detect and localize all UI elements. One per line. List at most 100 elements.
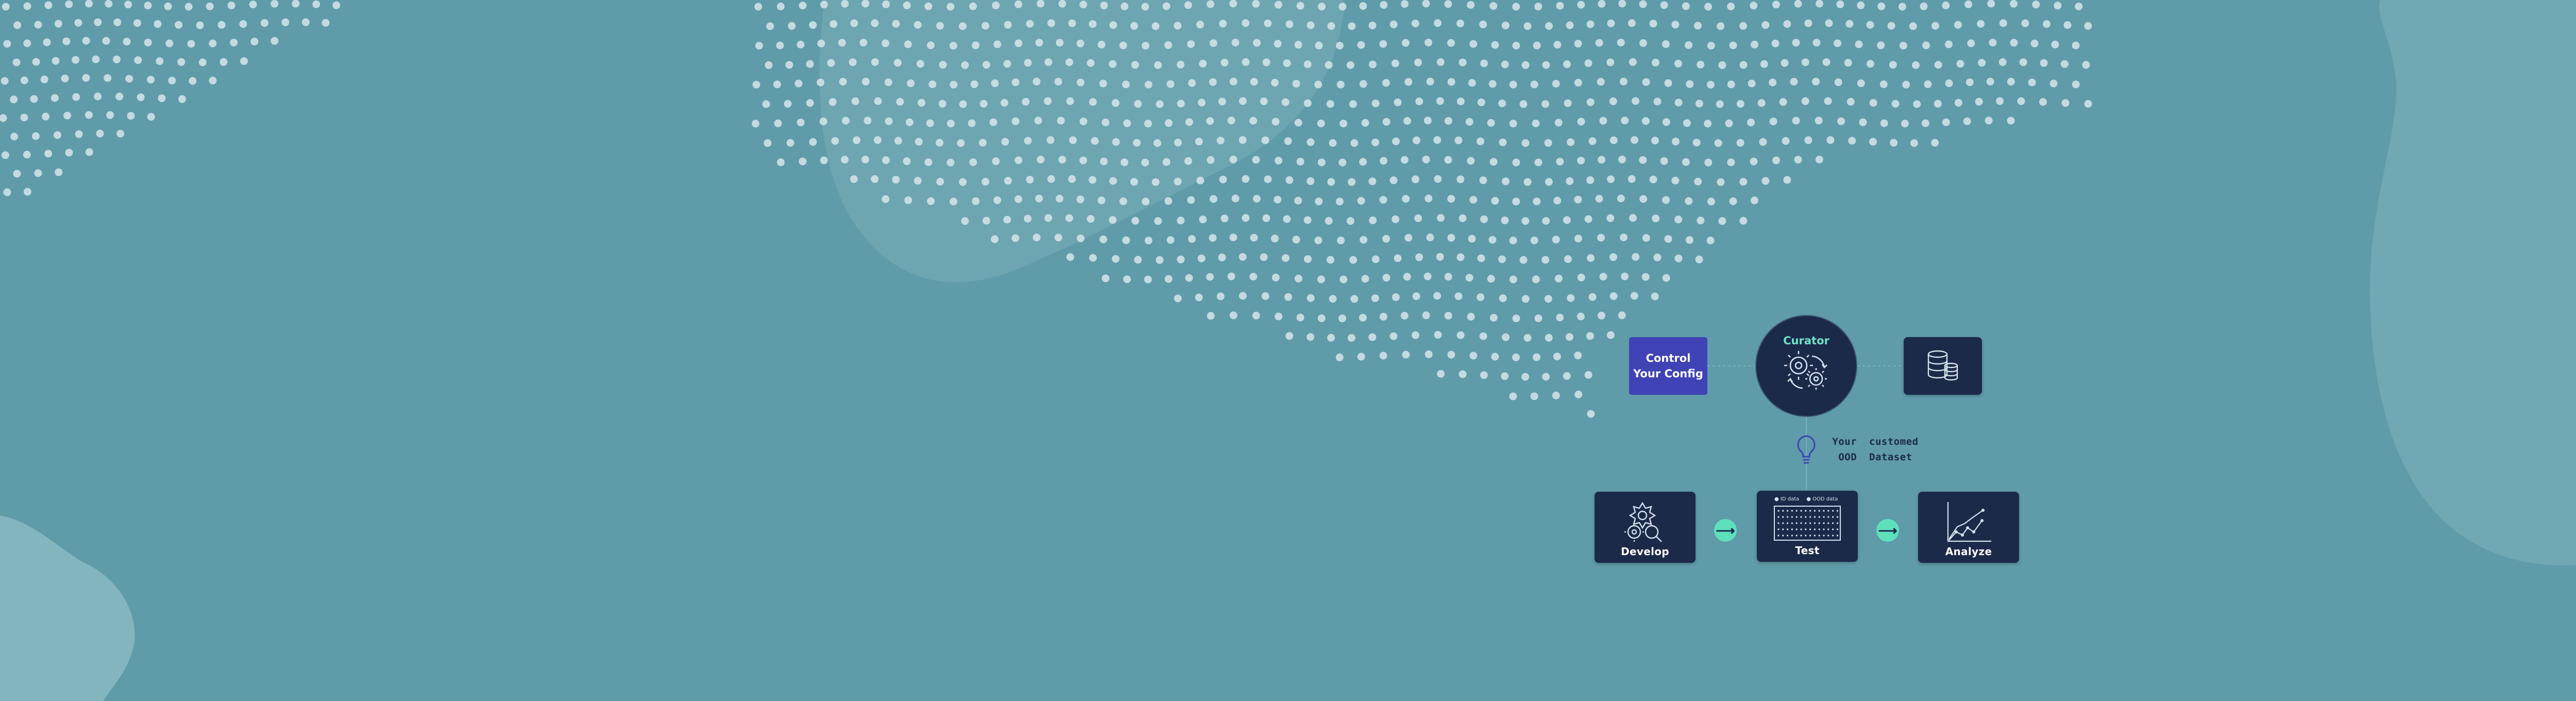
decor-dot [189,77,197,85]
decor-dot [1361,275,1369,283]
decor-dot [2040,59,2048,67]
decor-dot [1672,138,1680,146]
decor-dot [968,119,976,127]
legend-id-data: ● ID data [1774,496,1800,502]
decor-dot [1890,139,1898,147]
decor-dot [918,98,926,107]
decor-dot [1412,331,1419,339]
decor-dot [1360,236,1368,244]
decor-dot [1089,98,1097,106]
decor-dot [1447,78,1455,86]
decor-dot [1533,197,1541,206]
dataset-store-box[interactable] [1904,337,1982,395]
decor-dot [786,139,794,147]
decor-dot [1109,60,1117,68]
decor-dot [794,79,803,88]
decor-dot [1899,42,1907,50]
decor-dot [2049,79,2058,88]
decor-dot [1739,216,1748,225]
decor-dot [1242,19,1250,27]
decor-dot [1368,60,1377,69]
decor-dot [1349,100,1357,108]
arrow-develop-to-test: ⟶ [1714,519,1737,542]
grid-dot [1809,516,1811,518]
decor-dot [1,77,9,85]
decor-dot [1804,136,1812,144]
decor-dot [1303,255,1312,263]
decor-dot [1292,236,1300,244]
decor-dot [762,100,770,108]
decor-dot [809,21,817,29]
decor-dot [1216,292,1225,301]
decor-dot [992,1,1000,9]
decor-dot [2072,80,2080,89]
decor-dot [1512,314,1520,323]
decor-dot [156,57,164,65]
develop-step[interactable]: Develop [1595,492,1696,563]
decor-dot [2007,78,2015,86]
decor-dot [936,139,944,147]
decor-dot [1184,157,1192,165]
decor-dot [1790,78,1798,86]
decor-dot [1662,274,1670,282]
decor-dot [1498,99,1506,108]
decor-dot [1079,1,1088,9]
decor-dot [1456,175,1465,183]
decor-dot [1641,117,1650,125]
decor-dot [1642,78,1650,86]
decor-dot [43,38,51,46]
decor-dot [1037,156,1045,163]
decor-dot [1456,20,1464,27]
decor-dot [74,19,82,27]
decor-dot [1967,39,1975,47]
grid-dot [1836,510,1838,512]
test-step[interactable]: ● ID data ● OOD data Test [1757,491,1858,562]
decor-dot [1011,117,1020,125]
decor-dot [1350,295,1359,303]
curator-node[interactable]: Curator [1755,315,1857,417]
decor-dot [1024,59,1032,67]
decor-dot [1437,370,1445,378]
decor-dot [20,113,28,122]
decor-dot [1891,99,1900,108]
decor-dot [227,2,235,10]
decor-dot [904,196,912,204]
decor-dot [1371,294,1379,303]
decor-dot [1357,197,1365,205]
decor-dot [765,61,773,69]
decor-dot [1857,1,1865,9]
decor-dot [1491,353,1499,361]
config-label-line2: Your Config [1633,368,1703,380]
decor-dot [1368,333,1377,341]
decor-dot [1371,255,1380,263]
decor-dot [1674,254,1683,262]
analyze-step[interactable]: Analyze [1918,492,2019,563]
decor-dot [874,136,882,144]
decor-dot [1325,61,1333,69]
decor-dot [1099,79,1107,88]
decor-dot [1772,1,1780,9]
control-config-box[interactable]: Control Your Config [1629,337,1707,395]
decor-dot [1068,19,1076,27]
decor-dot [1674,215,1683,224]
decor-dot [1218,253,1226,261]
decor-dot [1444,273,1452,281]
grid-dot [1800,510,1802,512]
decor-dot [104,74,112,82]
decor-dot [85,111,93,119]
decor-dot [2082,61,2090,69]
decor-dot [250,38,259,46]
decor-dot [1618,311,1626,320]
decor-dot [2075,3,2083,10]
decor-dot [1859,118,1867,126]
decor-dot [981,178,990,186]
decor-dot [1845,20,1854,28]
database-icon [1927,350,1958,381]
decor-dot [137,93,145,102]
decor-dot [924,158,933,166]
decor-dot [1542,61,1550,69]
decor-dot [312,0,320,8]
decor-dot [871,175,879,183]
decor-dot [1400,156,1409,164]
decor-dot [1066,97,1074,105]
